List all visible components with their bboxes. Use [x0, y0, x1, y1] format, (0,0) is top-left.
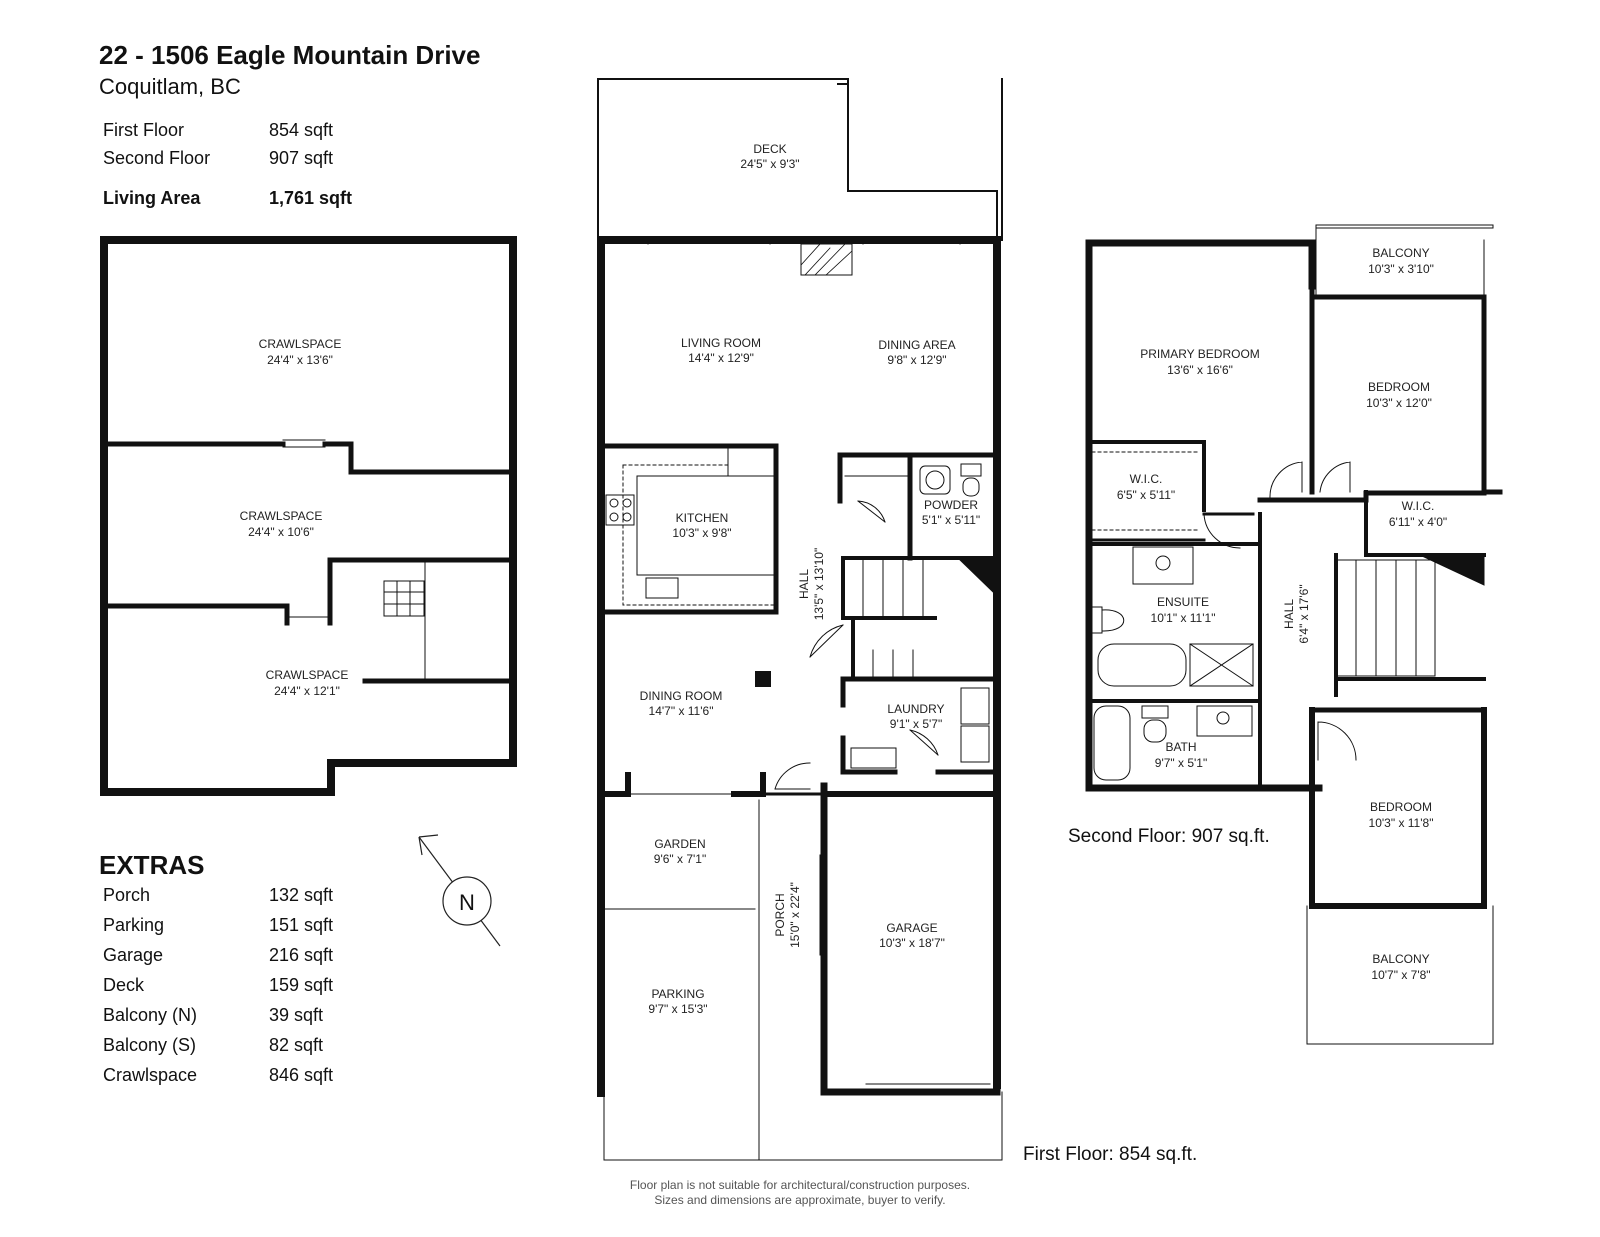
extras-value: 846 sqft [269, 1065, 334, 1085]
room-dims: 24'4" x 10'6" [248, 525, 314, 539]
extras-label: Balcony (S) [103, 1035, 197, 1055]
room-dims: 10'3" x 9'8" [672, 526, 731, 540]
room-name: GARDEN [654, 837, 705, 851]
room-dims: 10'1" x 11'1" [1151, 611, 1216, 625]
room-name: PARKING [651, 987, 704, 1001]
living-area-value: 1,761 sqft [269, 188, 353, 208]
disclaimer-line: Floor plan is not suitable for architect… [629, 1178, 971, 1192]
room-name: W.I.C. [1402, 499, 1435, 513]
disclaimer-line: Sizes and dimensions are approximate, bu… [654, 1193, 946, 1207]
extras-value: 39 sqft [269, 1005, 324, 1025]
room-name: PORCH [773, 893, 787, 936]
room-name: POWDER [924, 498, 978, 512]
room-dims: 9'1" x 5'7" [890, 717, 942, 731]
extras-label: Parking [103, 915, 165, 935]
room-dims: 24'4" x 12'1" [274, 684, 340, 698]
room-name: HALL [1282, 599, 1296, 629]
room-name: LIVING ROOM [681, 336, 761, 350]
extras-heading: EXTRAS [99, 850, 205, 880]
extras-value: 159 sqft [269, 975, 334, 995]
room-dims: 6'4" x 17'6" [1297, 584, 1311, 643]
room-name: KITCHEN [676, 511, 729, 525]
extras-value: 82 sqft [269, 1035, 324, 1055]
disclaimer: Floor plan is not suitable for architect… [0, 1178, 1600, 1208]
room-dims: 14'4" x 12'9" [688, 351, 754, 365]
extras-label: Crawlspace [103, 1065, 198, 1085]
room-name: HALL [797, 569, 811, 599]
room-name: GARAGE [886, 921, 937, 935]
room-dims: 13'6" x 16'6" [1167, 363, 1233, 377]
crawlspace-plan [100, 236, 517, 796]
extras-label: Balcony (N) [103, 1005, 198, 1025]
room-name: PRIMARY BEDROOM [1140, 347, 1260, 361]
room-name: BALCONY [1372, 952, 1429, 966]
room-dims: 9'7" x 5'1" [1155, 756, 1207, 770]
area-value: 907 sqft [269, 148, 334, 168]
room-name: BEDROOM [1370, 800, 1432, 814]
north-compass [418, 834, 501, 947]
room-name: CRAWLSPACE [259, 337, 342, 351]
room-dims: 5'1" x 5'11" [922, 513, 980, 527]
second-floor-label: Second Floor: 907 sq.ft. [1068, 826, 1270, 847]
room-dims: 6'11" x 4'0" [1389, 515, 1447, 529]
extras-value: 132 sqft [269, 885, 334, 905]
room-name: W.I.C. [1130, 472, 1163, 486]
room-name: BALCONY [1372, 246, 1429, 260]
room-dims: 9'6" x 7'1" [654, 852, 706, 866]
room-dims: 15'0" x 22'4" [788, 882, 802, 948]
compass-letter: N [459, 890, 475, 915]
room-name: DINING AREA [878, 338, 955, 352]
room-name: DINING ROOM [640, 689, 723, 703]
area-label: First Floor [103, 120, 184, 140]
extras-label: Porch [103, 885, 151, 905]
room-name: BEDROOM [1368, 380, 1430, 394]
area-label: Second Floor [103, 148, 211, 168]
room-dims: 10'3" x 18'7" [879, 936, 945, 950]
extras-label: Deck [103, 975, 145, 995]
first-floor-label: First Floor: 854 sq.ft. [1023, 1144, 1198, 1165]
room-name: BATH [1165, 740, 1196, 754]
property-address: 22 - 1506 Eagle Mountain Drive [99, 40, 481, 70]
extras-value: 216 sqft [269, 945, 334, 965]
living-area-label: Living Area [103, 188, 201, 208]
second-floor-plan [1085, 224, 1503, 1045]
room-dims: 6'5" x 5'11" [1117, 488, 1175, 502]
room-name: LAUNDRY [887, 702, 944, 716]
room-dims: 10'3" x 12'0" [1366, 396, 1432, 410]
area-value: 854 sqft [269, 120, 334, 140]
property-city: Coquitlam, BC [99, 74, 241, 99]
room-dims: 24'5" x 9'3" [740, 157, 799, 171]
first-floor-plan [597, 78, 1003, 1161]
room-dims: 10'7" x 7'8" [1371, 968, 1430, 982]
extras-label: Garage [103, 945, 164, 965]
room-dims: 9'7" x 15'3" [648, 1002, 707, 1016]
room-name: CRAWLSPACE [266, 668, 349, 682]
room-dims: 10'3" x 3'10" [1368, 262, 1434, 276]
room-dims: 24'4" x 13'6" [267, 353, 333, 367]
room-dims: 9'8" x 12'9" [887, 353, 946, 367]
room-name: DECK [753, 142, 786, 156]
room-name: ENSUITE [1157, 595, 1209, 609]
room-name: CRAWLSPACE [240, 509, 323, 523]
room-dims: 13'5" x 13'10" [812, 548, 826, 621]
room-dims: 10'3" x 11'8" [1369, 816, 1434, 830]
extras-value: 151 sqft [269, 915, 334, 935]
room-dims: 14'7" x 11'6" [649, 704, 714, 718]
